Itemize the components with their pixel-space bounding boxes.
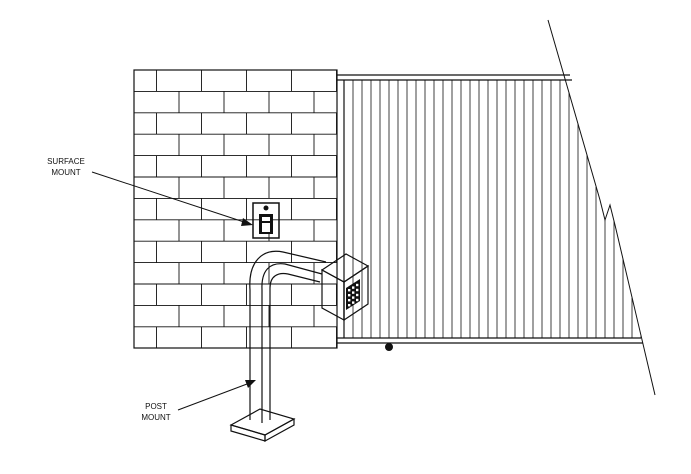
keypad-key (348, 299, 351, 302)
keypad-key (356, 298, 359, 302)
keypad-key (348, 289, 351, 292)
surface-mount-callout: SURFACE MOUNT (47, 157, 253, 226)
keypad-key (352, 296, 355, 299)
keypad-key (356, 288, 359, 292)
keypad-key (352, 301, 355, 304)
post-mount-callout: POST MOUNT (141, 380, 256, 422)
surface-mount-label-line2: MOUNT (51, 168, 80, 177)
post-mount-label-line1: POST (145, 402, 167, 411)
keypad-key (348, 294, 351, 297)
keypad-key (352, 291, 355, 294)
sliding-gate (337, 19, 656, 396)
surface-mount-label-line1: SURFACE (47, 157, 85, 166)
keypad-key (352, 286, 355, 289)
gooseneck-post (229, 250, 327, 443)
gate-break-line (547, 19, 656, 396)
gate-wheel (385, 343, 393, 351)
post-mount-label-line2: MOUNT (141, 413, 170, 422)
keypad-key (356, 283, 359, 287)
surface-mount-keypad (252, 202, 280, 239)
brick-wall (133, 69, 338, 349)
keypad-key (348, 304, 351, 307)
post-keypad-box (320, 253, 370, 322)
keypad-key (356, 293, 359, 297)
